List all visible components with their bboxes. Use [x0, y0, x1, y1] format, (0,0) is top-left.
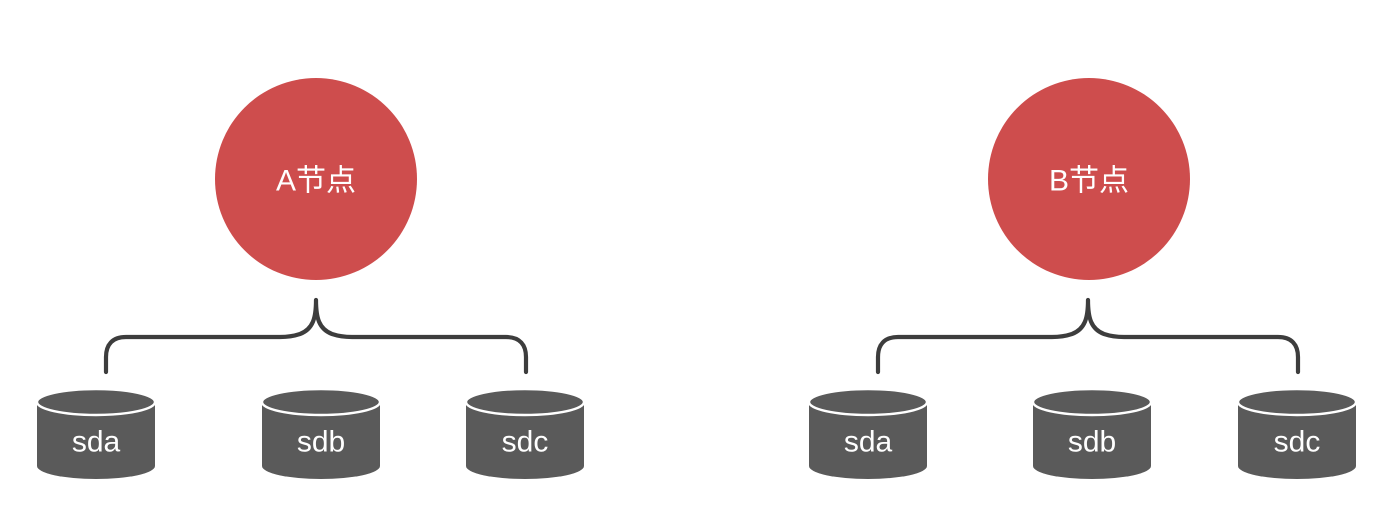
disk-cylinder-a-sdc[interactable]: sdc: [464, 387, 586, 479]
disk-body-a-sda: [37, 402, 155, 479]
node-circle-a-shape: [215, 78, 417, 280]
node-circle-b-shape: [988, 78, 1190, 280]
disk-top-b-sda: [807, 387, 929, 417]
disk-cylinder-a-sdb[interactable]: sdb: [260, 387, 382, 479]
disk-body-a-sdb: [262, 402, 380, 479]
disk-label-a-sdb: sdb: [297, 426, 345, 459]
disk-body-b-sdc: [1238, 402, 1356, 479]
disk-top-b-sdb: [1031, 387, 1153, 417]
node-group-b: B节点 sda sdb sdc: [807, 78, 1358, 479]
disk-cylinder-b-sdb[interactable]: sdb: [1031, 387, 1153, 479]
brace-connector-b: [875, 297, 1301, 375]
disk-top-a-sdb: [260, 387, 382, 417]
disk-body-b-sdb: [1033, 402, 1151, 479]
disk-label-b-sda: sda: [844, 426, 893, 459]
node-circle-a-label: A节点: [276, 165, 356, 198]
disk-body-a-sdc: [466, 402, 584, 479]
disk-label-b-sdb: sdb: [1068, 426, 1116, 459]
disk-label-b-sdc: sdc: [1274, 426, 1321, 459]
disk-label-a-sda: sda: [72, 426, 121, 459]
disk-body-b-sda: [809, 402, 927, 479]
node-circle-b[interactable]: B节点: [988, 78, 1190, 280]
disk-top-a-sdc: [464, 387, 586, 417]
disk-label-a-sdc: sdc: [502, 426, 549, 459]
node-group-a: A节点 sda sdb sdc: [35, 78, 586, 479]
node-circle-b-label: B节点: [1049, 165, 1129, 198]
disk-top-a-sda: [35, 387, 157, 417]
disk-cylinder-b-sdc[interactable]: sdc: [1236, 387, 1358, 479]
disk-top-b-sdc: [1236, 387, 1358, 417]
node-circle-a[interactable]: A节点: [215, 78, 417, 280]
disk-cylinder-b-sda[interactable]: sda: [807, 387, 929, 479]
disk-cylinder-a-sda[interactable]: sda: [35, 387, 157, 479]
brace-connector-a: [103, 297, 529, 375]
